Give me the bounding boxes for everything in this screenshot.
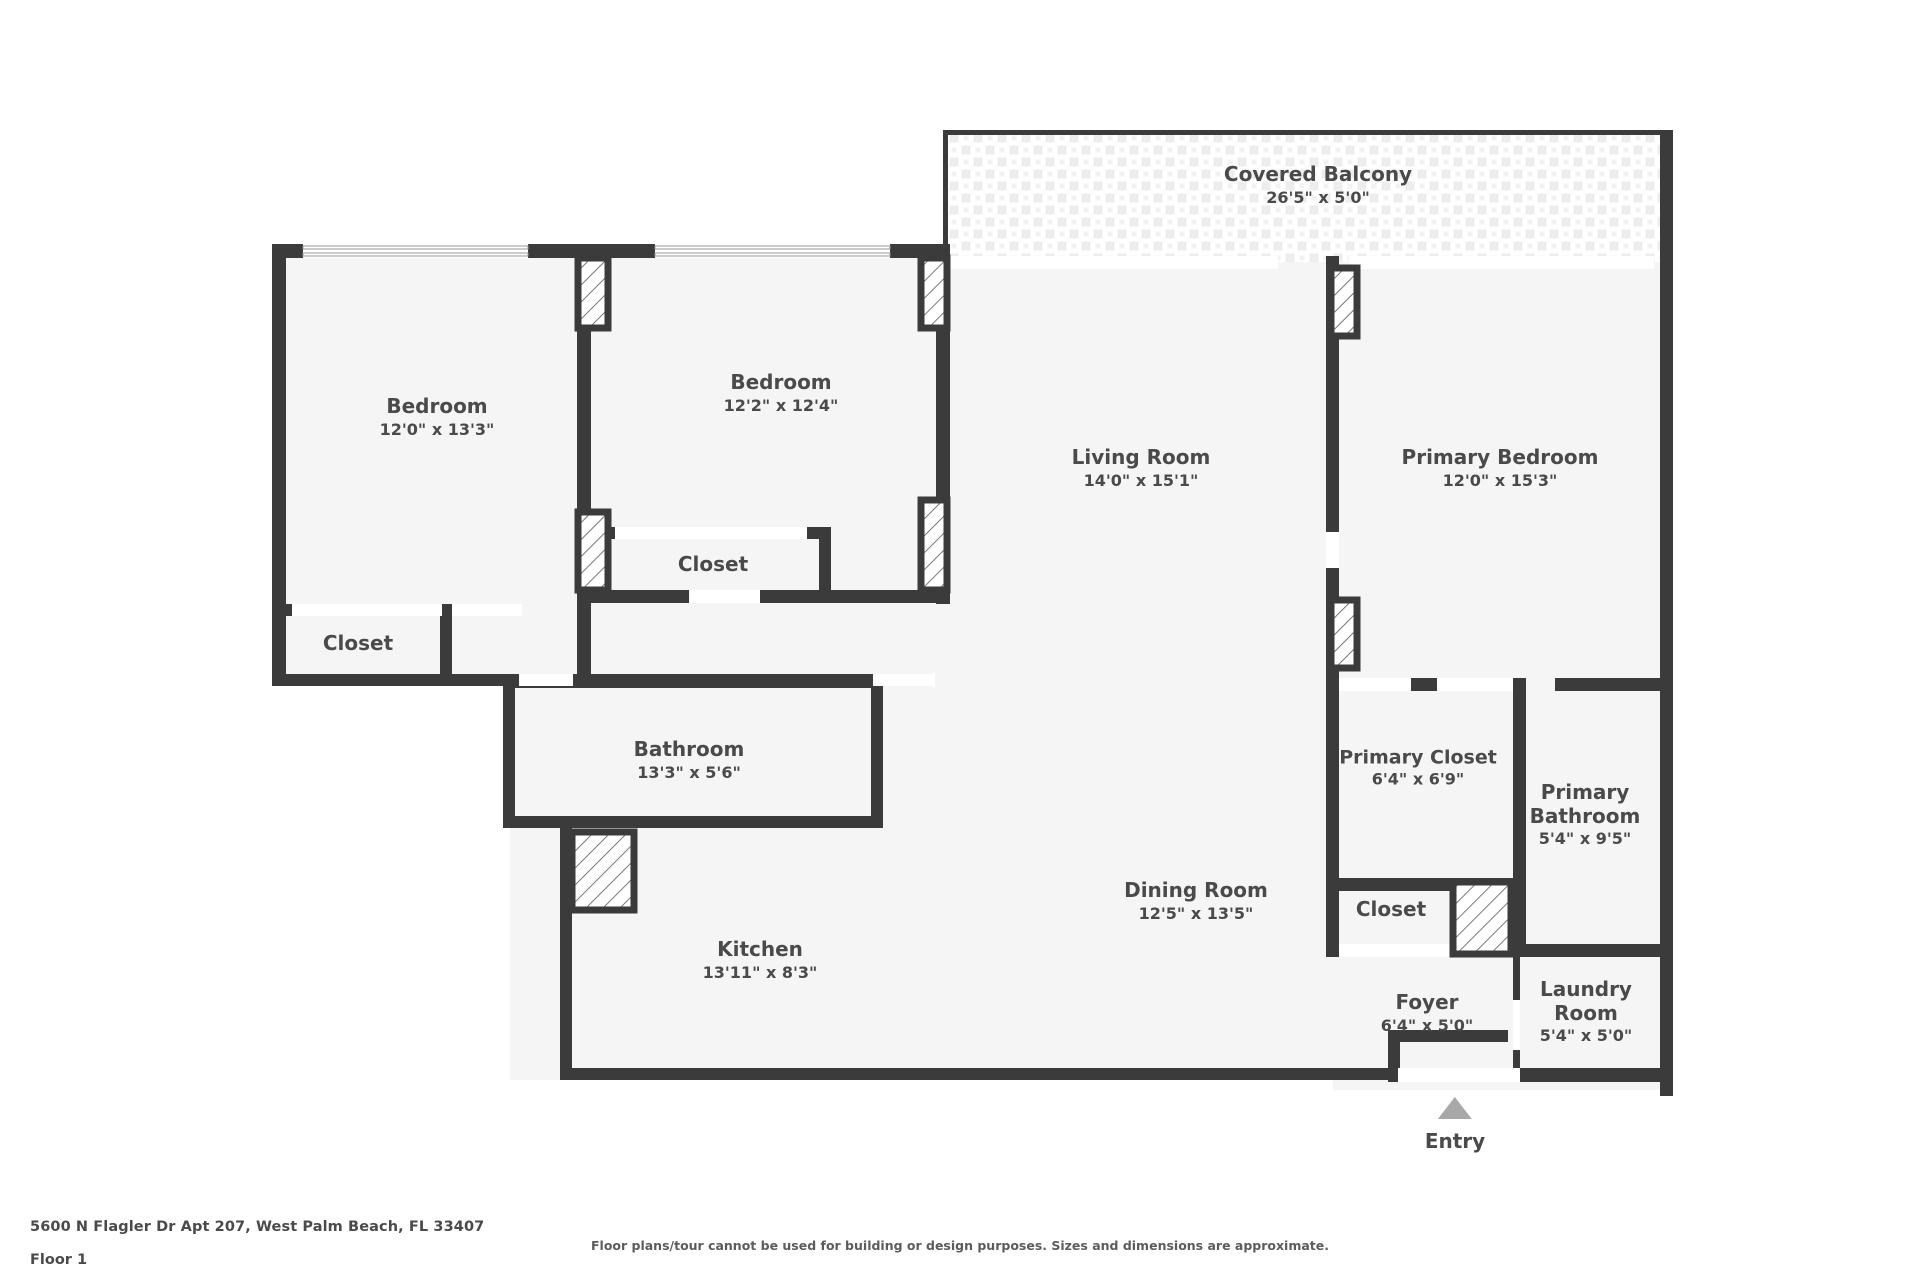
room-label-primary-bedroom: Primary Bedroom 12'0" x 15'3" (1401, 444, 1599, 490)
room-name: Living Room (1071, 444, 1211, 469)
room-name: Closet (677, 552, 749, 577)
room-dimensions: 13'3" x 5'6" (637, 762, 741, 782)
room-label-living-room: Living Room 14'0" x 15'1" (1071, 444, 1211, 490)
room-label-bathroom: Bathroom 13'3" x 5'6" (633, 736, 745, 782)
room-name: Primary Closet (1339, 746, 1497, 769)
windows (292, 244, 1654, 1082)
room-name: Foyer (1395, 989, 1459, 1014)
room-label-foyer: Foyer 6'4" x 5'0" (1380, 989, 1474, 1035)
room-label-kitchen: Kitchen 13'11" x 8'3" (702, 936, 818, 982)
room-dimensions: 13'11" x 8'3" (702, 962, 818, 982)
room-dimensions: 14'0" x 15'1" (1083, 470, 1199, 490)
room-name: Bedroom (730, 369, 832, 394)
room-label-primary-bathroom: Primary Bathroom 5'4" x 9'5" (1520, 779, 1650, 849)
room-dimensions: 5'4" x 9'5" (1538, 829, 1632, 849)
room-label-primary-closet: Primary Closet 6'4" x 6'9" (1339, 746, 1497, 789)
room-dimensions: 6'4" x 6'9" (1371, 769, 1465, 789)
room-dimensions: 12'2" x 12'4" (723, 395, 839, 415)
room-dimensions: 26'5" x 5'0" (1266, 187, 1370, 207)
floor-label: Floor 1 (30, 1252, 88, 1268)
room-label-covered-balcony: Covered Balcony 26'5" x 5'0" (1223, 161, 1413, 207)
floor-fills (278, 250, 1673, 1090)
property-address: 5600 N Flagler Dr Apt 207, West Palm Bea… (30, 1219, 485, 1235)
room-name: Kitchen (717, 936, 803, 961)
room-name: Bedroom (386, 393, 488, 418)
room-name: Closet (322, 631, 394, 656)
room-dimensions: 12'0" x 13'3" (379, 419, 495, 439)
room-dimensions: 12'5" x 13'5" (1138, 903, 1254, 923)
room-name: Laundry Room (1540, 976, 1632, 1025)
room-label-closet-hall: Closet (678, 553, 748, 577)
room-name: Covered Balcony (1223, 161, 1413, 186)
room-name: Primary Bedroom (1401, 444, 1599, 469)
room-label-dining-room: Dining Room 12'5" x 13'5" (1124, 877, 1268, 923)
disclaimer-text: Floor plans/tour cannot be used for buil… (591, 1238, 1329, 1253)
room-name: Bathroom (633, 736, 745, 761)
structural-columns (568, 254, 1515, 958)
room-label-laundry-room: Laundry Room 5'4" x 5'0" (1521, 976, 1651, 1046)
room-name: Dining Room (1124, 877, 1268, 902)
room-dimensions: 5'4" x 5'0" (1539, 1026, 1633, 1046)
room-name: Primary Bathroom (1529, 779, 1641, 828)
room-label-bedroom-2: Bedroom 12'2" x 12'4" (723, 369, 839, 415)
room-name: Closet (1355, 897, 1427, 922)
room-label-closet-foyer: Closet (1356, 898, 1426, 922)
covered-balcony-area (943, 130, 1673, 262)
room-label-bedroom-1: Bedroom 12'0" x 13'3" (379, 393, 495, 439)
room-dimensions: 6'4" x 5'0" (1380, 1015, 1474, 1035)
room-label-closet-bedroom-1: Closet (323, 632, 393, 656)
room-dimensions: 12'0" x 15'3" (1442, 470, 1558, 490)
